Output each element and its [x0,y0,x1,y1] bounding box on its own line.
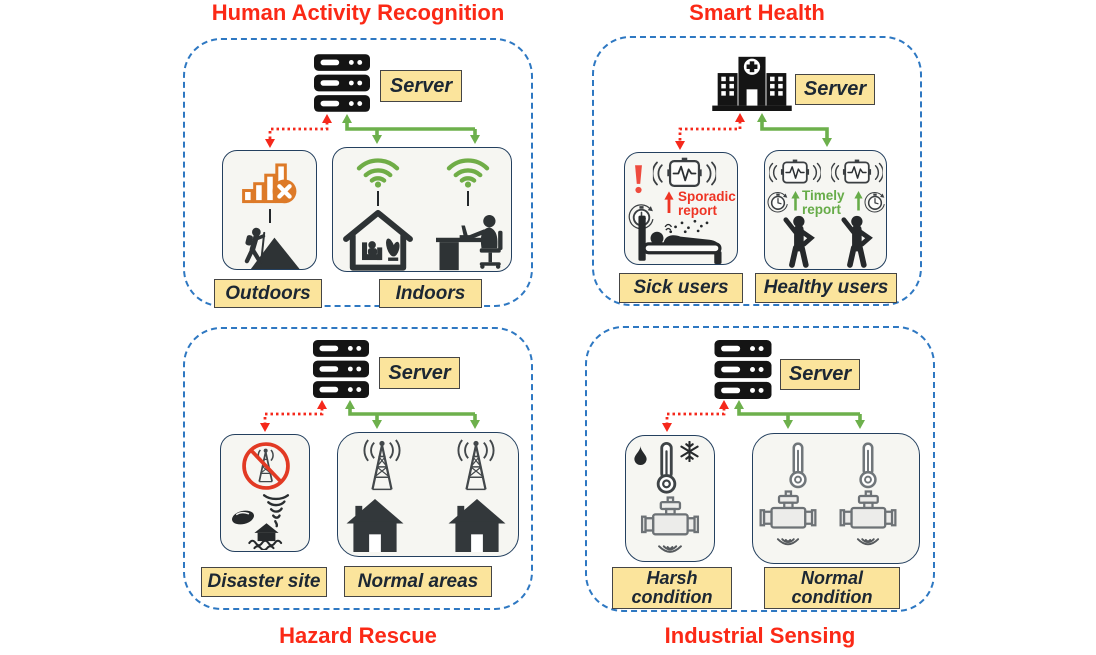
snowflake-icon [679,441,700,462]
timer-icon [767,191,789,213]
cell-tower-icon [450,437,502,495]
industrial-valve-icon [640,496,700,542]
up-arrow-icon [664,190,674,216]
reliable-link-arrow [734,400,865,429]
reliable-link-arrow [757,113,832,147]
outdoors-group [222,150,317,270]
panel-title-smart-health: Smart Health [689,0,825,25]
active-person-icon [778,214,818,269]
normal-areas-group [337,432,519,557]
scenario-boundary-smart-health: Server Sporadic report [592,36,922,306]
reliable-link-arrow [342,114,480,144]
hospital-icon [710,55,794,111]
server-label-text: Server [788,363,852,385]
timely-report-annotation: Timely report [802,188,845,217]
vibration-waves-icon [772,537,804,550]
scenario-boundary-human-activity-recognition: Server [183,38,533,308]
wifi-icon [355,154,401,188]
industrial-valve-icon [759,490,817,535]
industrial-valve-icon [839,490,897,535]
normal-condition-label: Normal condition [764,567,900,609]
indoors-label: Indoors [379,279,482,308]
desk-worker-icon [434,208,508,271]
thermometer-icon [856,441,880,490]
server-label: Server [380,70,462,102]
healthy-users-label: Healthy users [755,273,897,303]
wearable-monitor-icon [767,159,823,186]
blocked-signal-icon [238,159,302,205]
sick-users-label: Sick users [619,273,743,303]
server-label: Server [795,74,875,105]
house-occupant-icon [336,207,420,271]
server-label-text: Server [803,78,867,100]
sporadic-report-annotation: Sporadic report [678,189,736,218]
wifi-icon [445,154,491,188]
up-arrow-icon [791,189,800,214]
server-label-text: Server [389,74,453,97]
harsh-condition-label: Harsh condition [612,567,732,609]
house-icon [346,499,404,552]
sick-users-group: Sporadic report [624,152,738,265]
server-label: Server [379,357,460,389]
vibration-waves-icon [852,537,884,550]
hiker-mountain-icon [231,225,310,269]
connector-line [269,209,272,223]
normal-areas-label: Normal areas [344,566,492,597]
normal-condition-group [752,433,920,564]
panel-title-hazard-rescue: Hazard Rescue [279,623,437,648]
scenario-boundary-hazard-rescue: Server [183,327,533,610]
healthy-users-group: Timely report [764,150,887,270]
blocked-tower-icon [240,440,292,492]
panel-title-industrial-sensing: Industrial Sensing [664,623,856,648]
exclamation-icon [633,160,644,198]
server-rack-icon [314,54,370,112]
wearable-monitor-icon [829,159,885,186]
cell-tower-icon [356,437,408,495]
disaster-site-label: Disaster site [201,567,327,597]
reliable-link-arrow [345,400,480,429]
sporadic-link-arrow [662,400,729,432]
sporadic-link-arrow [265,114,332,148]
wearable-monitor-icon [648,157,721,190]
indoors-group [332,147,512,272]
flooded-house-icon [243,522,290,550]
panel-title-human-activity-recognition: Human Activity Recognition [211,0,505,25]
disaster-site-group [220,434,310,552]
thermometer-icon [786,441,810,490]
timer-icon [864,191,886,213]
up-arrow-icon [854,189,863,214]
sporadic-link-arrow [260,400,327,432]
sporadic-link-arrow [675,113,745,150]
server-rack-icon [714,340,772,399]
outdoors-label: Outdoors [214,279,322,308]
scenario-boundary-industrial-sensing: Server [585,326,935,612]
vibration-waves-icon [653,544,687,558]
active-person-icon [836,214,876,269]
water-droplet-icon [633,445,648,466]
connector-line [467,191,470,206]
sick-person-bed-icon [628,214,736,264]
server-label: Server [780,359,860,390]
house-icon [448,499,506,552]
connector-line [377,191,380,206]
server-rack-icon [312,340,370,398]
server-label-text: Server [388,361,451,384]
thermometer-icon [653,441,680,495]
harsh-condition-group [625,435,715,562]
